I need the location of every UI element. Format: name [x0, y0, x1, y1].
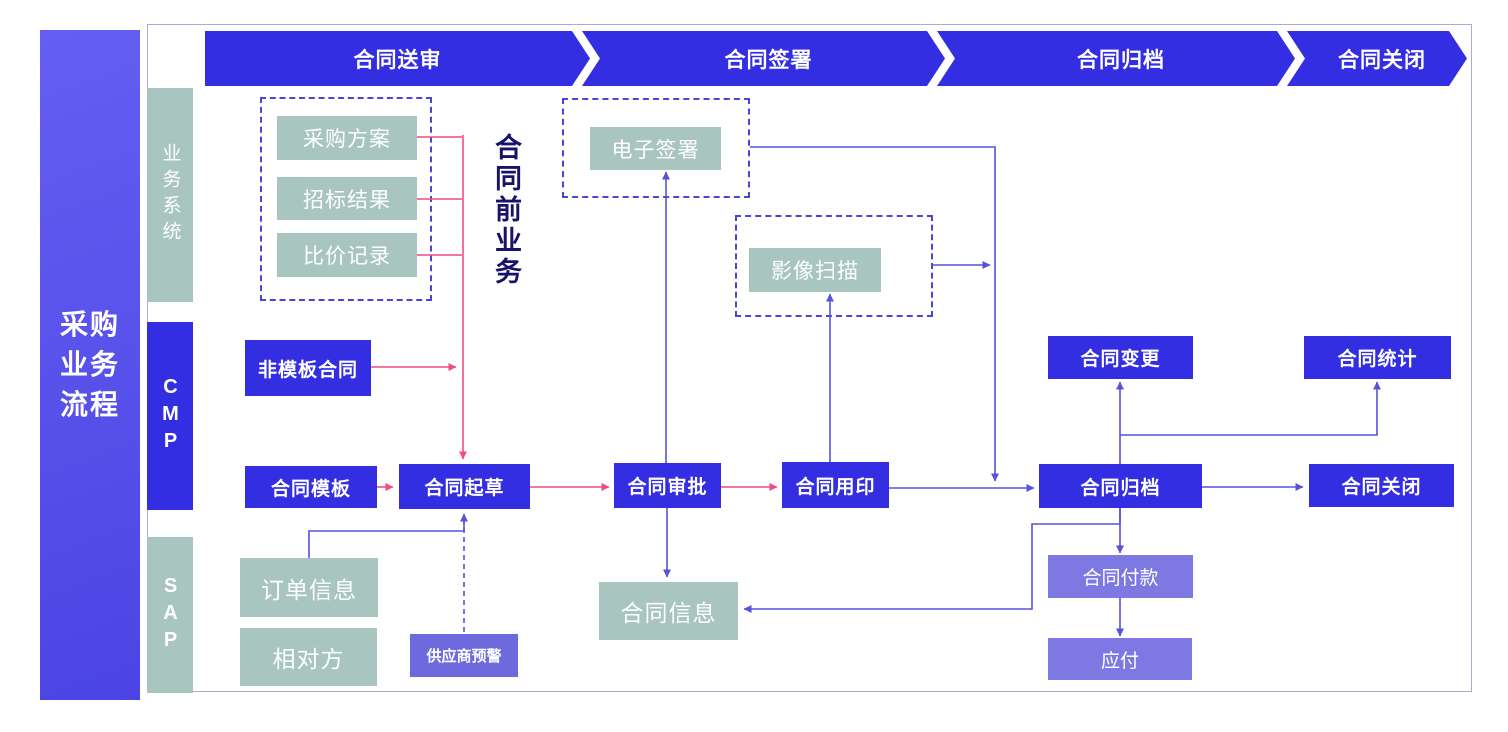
node-contract-approval: 合同审批: [614, 463, 721, 508]
phase-contract-archiving: 合同归档: [937, 31, 1295, 86]
lane-business-system: 业务系统: [147, 88, 193, 302]
node-payable: 应付: [1048, 638, 1192, 680]
phase-label: 合同送审: [353, 48, 442, 72]
node-contract-info: 合同信息: [599, 582, 738, 640]
phase-label: 合同关闭: [1338, 48, 1426, 72]
phase-contract-submission: 合同送审: [205, 31, 590, 86]
node-contract-payment: 合同付款: [1048, 555, 1193, 598]
sidebar-title-line: 采购: [59, 309, 120, 340]
sidebar-title-line: 业务: [59, 349, 120, 380]
node-contract-template: 合同模板: [245, 466, 377, 508]
lane-cmp-label: CMP: [159, 375, 182, 457]
lane-business-system-label: 业务系统: [159, 143, 181, 247]
lane-cmp: CMP: [147, 322, 193, 510]
lane-sap-label: SAP: [159, 574, 182, 656]
node-contract-statistics: 合同统计: [1304, 336, 1451, 379]
node-contract-archive: 合同归档: [1039, 464, 1202, 508]
node-counterparty: 相对方: [240, 628, 377, 686]
node-contract-change: 合同变更: [1048, 336, 1193, 379]
phase-label: 合同归档: [1077, 48, 1165, 72]
node-price-comparison: 比价记录: [277, 233, 417, 277]
node-order-info: 订单信息: [240, 558, 378, 617]
node-image-scan: 影像扫描: [749, 248, 881, 292]
node-supplier-alert: 供应商预警: [410, 634, 518, 677]
node-procurement-plan: 采购方案: [277, 116, 417, 160]
e-signature-group: [562, 98, 750, 198]
phase-label: 合同签署: [724, 48, 813, 72]
phase-contract-closing: 合同关闭: [1287, 31, 1467, 86]
phase-contract-signing: 合同签署: [582, 31, 945, 86]
pre-contract-business-annotation: 合同前业务: [491, 133, 521, 288]
sidebar-title-line: 流程: [59, 389, 120, 420]
node-contract-draft: 合同起草: [399, 464, 530, 509]
node-non-template-contract: 非模板合同: [245, 340, 371, 396]
node-contract-seal: 合同用印: [782, 462, 889, 508]
lane-sap: SAP: [147, 537, 193, 693]
sidebar-title-bar: 采购 业务 流程: [40, 30, 140, 700]
node-bidding-result: 招标结果: [277, 177, 417, 220]
node-contract-close: 合同关闭: [1309, 464, 1454, 507]
node-e-signature: 电子签署: [590, 127, 721, 170]
